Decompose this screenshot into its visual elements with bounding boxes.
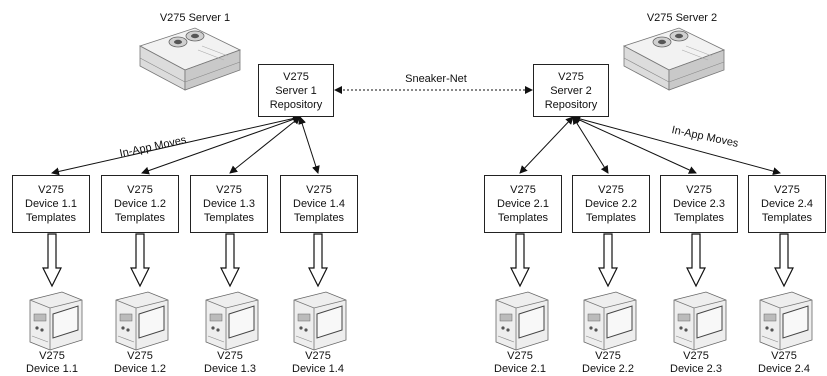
down-arrow-2-4 [774, 233, 794, 288]
down-arrows [42, 233, 794, 288]
repo-line: V275 [283, 70, 309, 83]
server-icon [139, 27, 241, 91]
box-line: Device 1.3 [203, 198, 255, 210]
label-line: Device 1.1 [26, 363, 78, 375]
server-2-title: V275 Server 2 [646, 12, 718, 24]
box-line: Device 2.2 [585, 198, 637, 210]
device-1-4-label: V275 Device 1.4 [283, 350, 353, 376]
printer-icon [583, 291, 637, 351]
label-line: V275 [127, 350, 153, 362]
repo-line: Server 1 [275, 84, 317, 97]
server-1-repository: V275 Server 1 Repository [258, 64, 334, 117]
device-2-4-templates: V275 Device 2.4 Templates [748, 175, 826, 233]
box-line: Templates [761, 212, 813, 224]
printer-icon [673, 291, 727, 351]
device-2-2-label: V275 Device 2.2 [573, 350, 643, 376]
label-line: V275 [507, 350, 533, 362]
label-line: Device 2.1 [494, 363, 546, 375]
box-line: Templates [114, 212, 166, 224]
repo-line: V275 [558, 70, 584, 83]
box-line: V275 [686, 184, 712, 196]
box-line: V275 [127, 184, 153, 196]
right-move-arrows [519, 114, 781, 176]
label-line: V275 [39, 350, 65, 362]
device-1-2-label: V275 Device 1.2 [105, 350, 175, 376]
label-line: Device 1.4 [292, 363, 344, 375]
device-2-3-label: V275 Device 2.3 [661, 350, 731, 376]
sneaker-net-label: Sneaker-Net [405, 73, 467, 85]
label-line: Device 2.4 [758, 363, 810, 375]
label-line: V275 [771, 350, 797, 362]
device-1-1-label: V275 Device 1.1 [17, 350, 87, 376]
device-2-1-label: V275 Device 2.1 [485, 350, 555, 376]
device-2-4-label: V275 Device 2.4 [749, 350, 819, 376]
label-line: Device 2.2 [582, 363, 634, 375]
box-line: Device 2.3 [673, 198, 725, 210]
device-1-2-templates: V275 Device 1.2 Templates [101, 175, 179, 233]
down-arrow-2-1 [510, 233, 530, 288]
box-line: Device 1.2 [114, 198, 166, 210]
box-line: Device 2.4 [761, 198, 813, 210]
label-line: Device 1.2 [114, 363, 166, 375]
box-line: V275 [216, 184, 242, 196]
box-line: V275 [38, 184, 64, 196]
box-line: V275 [598, 184, 624, 196]
label-line: Device 2.3 [670, 363, 722, 375]
box-line: V275 [306, 184, 332, 196]
device-1-1-templates: V275 Device 1.1 Templates [12, 175, 90, 233]
box-line: Templates [203, 212, 255, 224]
down-arrow-1-4 [308, 233, 328, 288]
box-line: Templates [497, 212, 549, 224]
label-line: V275 [683, 350, 709, 362]
server-1-title: V275 Server 1 [159, 12, 231, 24]
down-arrow-2-2 [598, 233, 618, 288]
server-2-repository: V275 Server 2 Repository [533, 64, 609, 117]
down-arrow-1-1 [42, 233, 62, 288]
device-1-3-templates: V275 Device 1.3 Templates [190, 175, 268, 233]
down-arrow-1-3 [220, 233, 240, 288]
printer-icon [29, 291, 83, 351]
device-2-1-templates: V275 Device 2.1 Templates [484, 175, 562, 233]
repo-line: Repository [544, 98, 598, 111]
server-icon [623, 27, 725, 91]
label-line: Device 1.3 [204, 363, 256, 375]
box-line: Templates [293, 212, 345, 224]
repo-line: Server 2 [550, 84, 592, 97]
box-line: Templates [585, 212, 637, 224]
label-line: V275 [305, 350, 331, 362]
printer-icon [293, 291, 347, 351]
printer-icon [115, 291, 169, 351]
box-line: V275 [774, 184, 800, 196]
box-line: V275 [510, 184, 536, 196]
printer-icon [495, 291, 549, 351]
device-2-2-templates: V275 Device 2.2 Templates [572, 175, 650, 233]
box-line: Templates [673, 212, 725, 224]
device-1-4-templates: V275 Device 1.4 Templates [280, 175, 358, 233]
printer-icon [205, 291, 259, 351]
box-line: Device 1.1 [25, 198, 77, 210]
box-line: Device 1.4 [293, 198, 345, 210]
device-1-3-label: V275 Device 1.3 [195, 350, 265, 376]
device-2-3-templates: V275 Device 2.3 Templates [660, 175, 738, 233]
down-arrow-1-2 [130, 233, 150, 288]
down-arrow-2-3 [686, 233, 706, 288]
box-line: Device 2.1 [497, 198, 549, 210]
left-move-arrows [51, 114, 320, 176]
label-line: V275 [217, 350, 243, 362]
box-line: Templates [25, 212, 77, 224]
printer-icon [759, 291, 813, 351]
label-line: V275 [595, 350, 621, 362]
repo-line: Repository [269, 98, 323, 111]
